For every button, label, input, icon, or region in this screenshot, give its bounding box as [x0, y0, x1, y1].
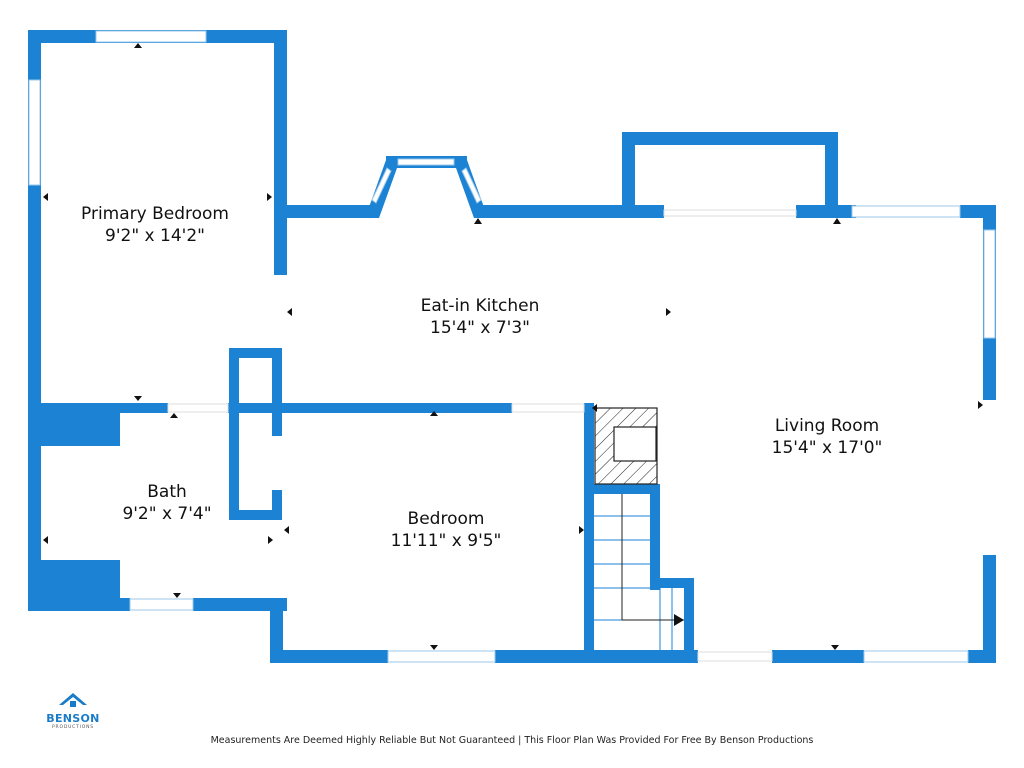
window — [129, 598, 194, 611]
arrow-marker — [43, 536, 48, 544]
wall — [983, 555, 996, 663]
dimension-markers — [43, 43, 983, 650]
house-roof-icon — [59, 693, 87, 707]
arrow-marker — [833, 218, 841, 224]
arrow-marker — [134, 396, 142, 401]
arrow-marker — [287, 308, 292, 316]
wall — [474, 205, 664, 218]
arrow-marker — [579, 526, 584, 534]
wall — [193, 598, 287, 611]
wall — [274, 205, 379, 218]
windows — [28, 30, 996, 663]
window — [863, 650, 969, 663]
room-dims-primary-bedroom: 9'2" x 14'2" — [105, 226, 205, 246]
wall — [622, 132, 635, 218]
room-name-eat-in-kitchen: Eat-in Kitchen — [421, 296, 540, 316]
room-dims-bedroom: 11'11" x 9'5" — [391, 531, 502, 551]
logo-name: BENSON — [46, 712, 100, 725]
wall — [650, 578, 693, 588]
arrow-marker — [666, 308, 671, 316]
window — [95, 30, 207, 43]
room-labels: Primary Bedroom 9'2" x 14'2" Eat-in Kitc… — [81, 204, 882, 551]
openings — [167, 209, 797, 662]
wall — [272, 490, 282, 520]
wall — [272, 348, 282, 436]
wall — [772, 650, 864, 663]
arrow-marker — [268, 536, 273, 544]
wall — [825, 132, 838, 218]
benson-logo: BENSON PRODUCTIONS — [38, 692, 108, 730]
walls — [28, 30, 996, 663]
doorway — [663, 209, 797, 217]
room-name-living-room: Living Room — [775, 416, 879, 436]
arrow-marker — [267, 193, 272, 201]
fireplace — [594, 407, 658, 485]
room-name-bath: Bath — [147, 482, 187, 502]
wall — [228, 403, 512, 413]
bay-window — [368, 156, 485, 218]
arrow-marker — [173, 593, 181, 598]
arrow-marker — [831, 645, 839, 650]
arrow-marker — [592, 404, 597, 412]
wall — [41, 413, 120, 446]
wall — [41, 560, 120, 600]
wall — [584, 403, 594, 663]
wall — [270, 650, 388, 663]
logo-subtitle: PRODUCTIONS — [52, 725, 94, 730]
wall — [28, 403, 168, 413]
wall — [622, 132, 838, 145]
wall — [229, 348, 239, 520]
wall — [28, 598, 130, 611]
room-dims-bath: 9'2" x 7'4" — [122, 504, 211, 524]
arrow-marker — [284, 526, 289, 534]
wall — [270, 598, 283, 663]
arrow-marker — [474, 218, 482, 224]
stairs — [594, 494, 684, 650]
room-dims-eat-in-kitchen: 15'4" x 7'3" — [430, 318, 530, 338]
arrow-marker — [430, 411, 438, 416]
wall — [650, 484, 660, 590]
room-dims-living-room: 15'4" x 17'0" — [772, 438, 883, 458]
window — [28, 79, 41, 186]
arrow-marker — [978, 401, 983, 409]
footer-disclaimer: Measurements Are Deemed Highly Reliable … — [210, 735, 814, 746]
wall — [584, 484, 658, 494]
doorway — [511, 403, 585, 413]
wall — [495, 650, 698, 663]
wall — [968, 650, 996, 663]
wall — [684, 578, 694, 650]
wall — [229, 510, 282, 520]
window — [983, 229, 996, 339]
arrow-marker — [170, 413, 178, 418]
window — [387, 650, 496, 663]
wall — [229, 348, 282, 358]
doorway — [697, 651, 773, 662]
wall — [274, 30, 287, 275]
arrow-marker — [134, 43, 142, 48]
doorway — [167, 403, 229, 413]
arrow-marker — [430, 645, 438, 650]
arrow-marker — [43, 193, 48, 201]
room-name-primary-bedroom: Primary Bedroom — [81, 204, 229, 224]
window — [851, 205, 961, 218]
room-name-bedroom: Bedroom — [408, 509, 485, 529]
